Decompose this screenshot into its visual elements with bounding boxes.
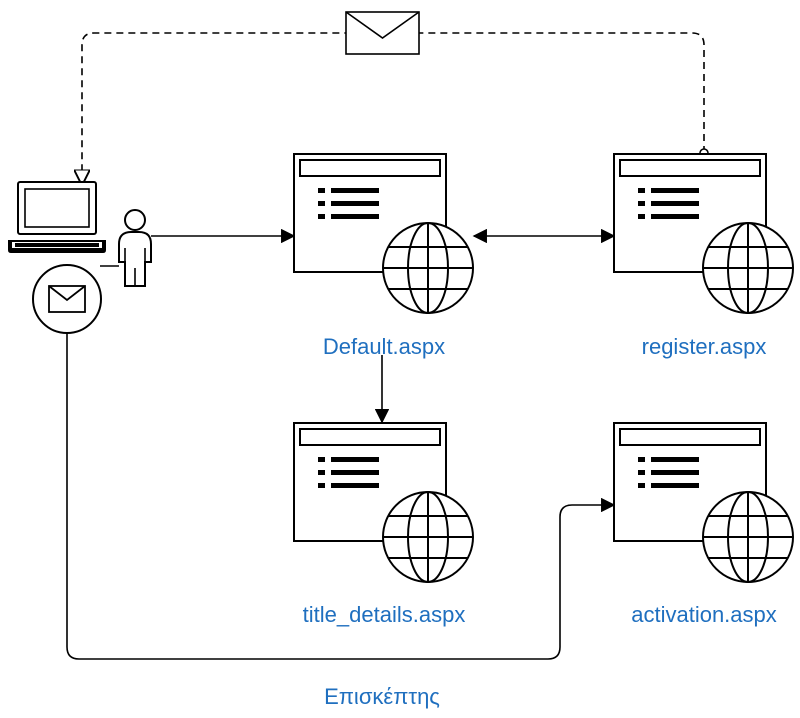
register-page-label[interactable]: register.aspx <box>641 334 767 359</box>
activation-page-label[interactable]: activation.aspx <box>631 602 777 627</box>
globe-icon <box>382 222 474 314</box>
default-page-node[interactable] <box>293 153 474 314</box>
email-to-activation-arrow <box>66 333 616 660</box>
globe-icon <box>702 491 794 583</box>
title-details-page-label[interactable]: title_details.aspx <box>302 602 466 627</box>
title-details-page-node[interactable] <box>293 422 474 583</box>
globe-icon <box>702 222 794 314</box>
default-page-label[interactable]: Default.aspx <box>322 334 446 359</box>
person-icon <box>118 209 152 287</box>
activation-page-node[interactable] <box>613 422 794 583</box>
register-page-node[interactable] <box>613 153 794 314</box>
globe-icon <box>382 491 474 583</box>
visitor-label: Επισκέπτης <box>324 684 440 709</box>
envelope-icon <box>345 11 420 55</box>
mail-inbox-icon <box>32 264 102 334</box>
laptop-icon <box>8 181 106 253</box>
